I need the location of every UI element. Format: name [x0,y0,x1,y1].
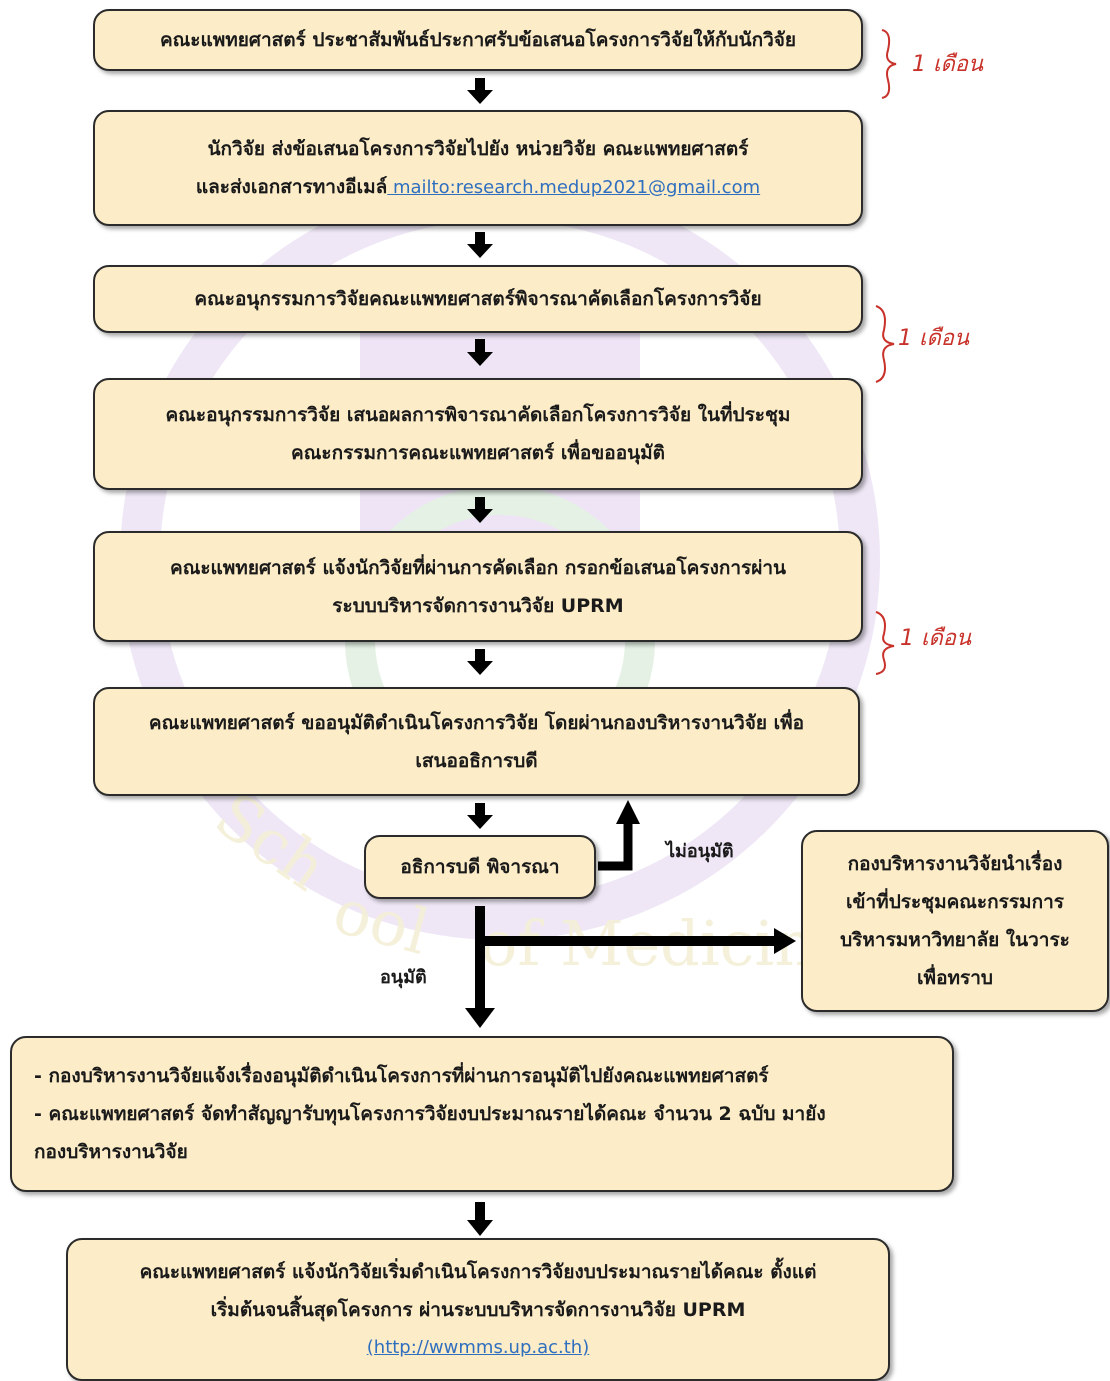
step-7-line-1: เข้าที่ประชุมคณะกรรมการ [846,891,1064,913]
step-4-line-0: คณะแพทยศาสตร์ แจ้งนักวิจัยที่ผ่านการคัดเ… [169,556,787,579]
arrow-branch-right [480,936,776,946]
step-announce-call: คณะแพทยศาสตร์ ประชาสัมพันธ์ประกาศรับข้อเ… [93,9,863,71]
step-8-line-1: - คณะแพทยศาสตร์ จัดทำสัญญารับทุนโครงการว… [34,1103,826,1125]
arrow-down-3 [467,339,493,366]
note-duration-1: 1 เดือน [912,52,984,77]
step-5-line-0: คณะแพทยศาสตร์ ขออนุมัติดำเนินโครงการวิจั… [148,711,805,734]
arrow-down-1 [467,78,493,104]
step-8-line-0: - กองบริหารงานวิจัยแจ้งเรื่องอนุมัติดำเน… [34,1065,769,1087]
uprm-link[interactable]: (http://wwmms.up.ac.th) [366,1336,590,1358]
arrow-down-4 [467,497,493,523]
step-university-board-acknowledge: กองบริหารงานวิจัยนำเรื่องเข้าที่ประชุมคณ… [801,830,1109,1012]
arrow-down-2 [467,232,493,258]
step-7-line-2: บริหารมหาวิทยาลัย ในวาระ [840,929,1070,951]
label-not-approved: ไม่อนุมัติ [666,841,734,862]
step-president-consideration: อธิการบดี พิจารณา [364,835,596,899]
step-0-line-0: คณะแพทยศาสตร์ ประชาสัมพันธ์ประกาศรับข้อเ… [159,29,797,51]
step-6-line-0: อธิการบดี พิจารณา [400,856,560,878]
step-1-line-1: และส่งเอกสารทางอีเมล์ mailto:research.me… [195,175,761,198]
svg-text:of Medicine: of Medicine [480,907,851,980]
brace-2 [875,305,895,383]
step-3-line-0: คณะอนุกรรมการวิจัย เสนอผลการพิจารณาคัดเล… [165,404,791,426]
step-4-line-1: ระบบบริหารจัดการงานวิจัย UPRM [332,594,624,617]
arrow-down-6 [467,803,493,829]
label-approved: อนุมัติ [380,967,427,988]
step-research-division-actions: - กองบริหารงานวิจัยแจ้งเรื่องอนุมัติดำเน… [10,1036,954,1192]
step-submit-proposal: นักวิจัย ส่งข้อเสนอโครงการวิจัยไปยัง หน่… [93,110,863,226]
step-start-research: คณะแพทยศาสตร์ แจ้งนักวิจัยเริ่มดำเนินโคร… [66,1238,890,1381]
step-present-to-faculty-board: คณะอนุกรรมการวิจัย เสนอผลการพิจารณาคัดเล… [93,378,863,490]
arrow-down-final [467,1202,493,1236]
arrow-down-5 [467,649,493,675]
note-duration-3: 1 เดือน [900,626,972,651]
step-8-line-2: กองบริหารงานวิจัย [34,1141,188,1163]
brace-1 [881,29,897,99]
arrow-not-approved [598,822,633,871]
arrow-approved-trunk [475,906,485,1010]
step-request-approval: คณะแพทยศาสตร์ ขออนุมัติดำเนินโครงการวิจั… [93,687,860,796]
step-notify-selected-researchers: คณะแพทยศาสตร์ แจ้งนักวิจัยที่ผ่านการคัดเ… [93,531,863,642]
svg-text:Sch: Sch [202,778,340,905]
step-9-line-1: เริ่มต้นจนสิ้นสุดโครงการ ผ่านระบบบริหารจ… [210,1298,746,1321]
step-7-line-3: เพื่อทราบ [917,967,993,989]
step-2-line-0: คณะอนุกรรมการวิจัยคณะแพทยศาสตร์พิจารณาคั… [194,288,762,310]
step-5-line-1: เสนออธิการบดี [415,749,538,772]
step-9-line-0: คณะแพทยศาสตร์ แจ้งนักวิจัยเริ่มดำเนินโคร… [139,1260,817,1283]
email-link[interactable]: mailto:research.medup2021@gmail.com [387,176,761,198]
step-3-line-1: คณะกรรมการคณะแพทยศาสตร์ เพื่อขออนุมัติ [291,442,665,464]
step-subcommittee-review: คณะอนุกรรมการวิจัยคณะแพทยศาสตร์พิจารณาคั… [93,265,863,333]
step-1-line-0: นักวิจัย ส่งข้อเสนอโครงการวิจัยไปยัง หน่… [207,137,749,160]
step-7-line-0: กองบริหารงานวิจัยนำเรื่อง [847,853,1063,875]
brace-3 [875,611,895,675]
note-duration-2: 1 เดือน [898,326,970,351]
